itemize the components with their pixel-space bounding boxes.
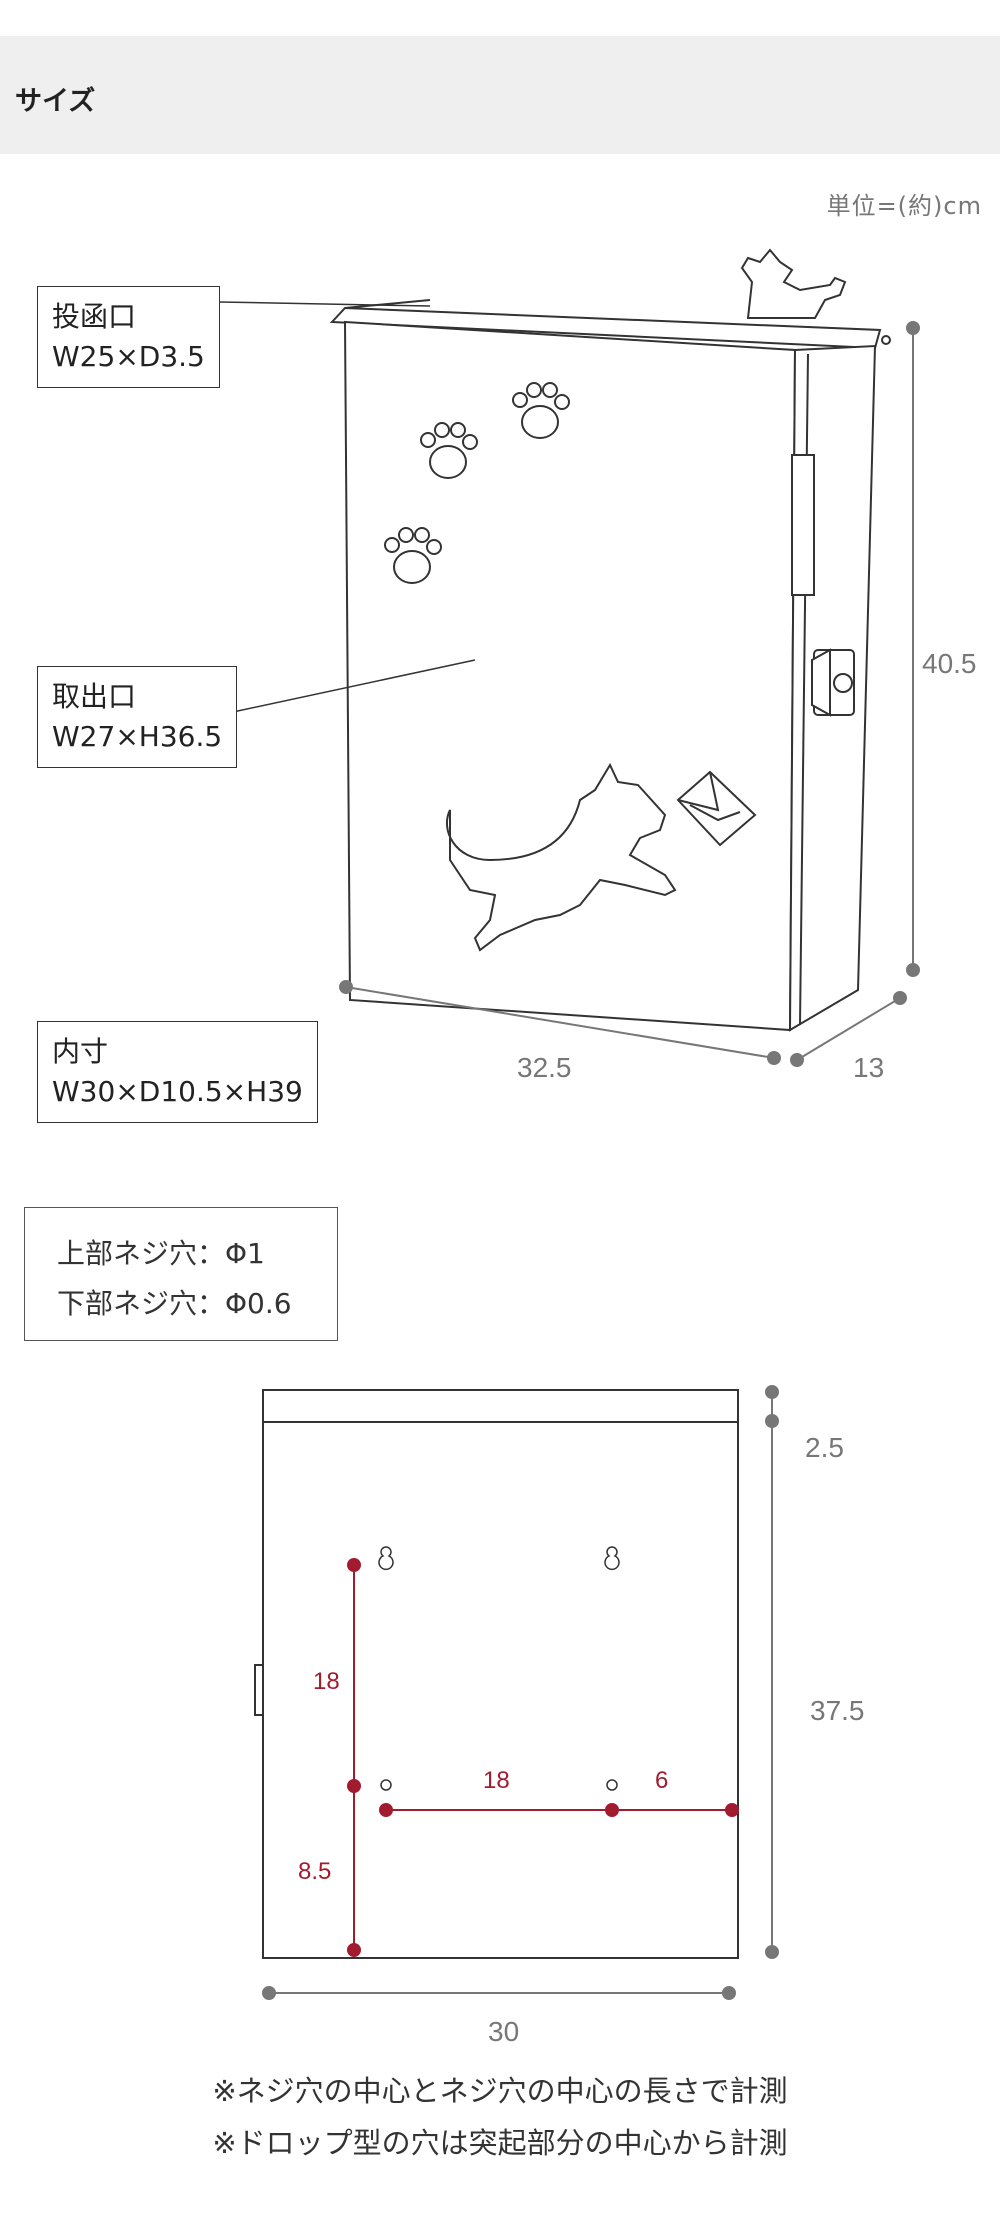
- hole-vertical-dimension: 18: [313, 1668, 340, 1695]
- back-width-dimension: 30: [488, 2016, 520, 2047]
- hole-horizontal-dimension: 18: [483, 1767, 510, 1794]
- slot-callout: 投函口 W25×D3.5: [37, 286, 220, 388]
- takeout-title: 取出口: [52, 680, 137, 713]
- cat-cutout-icon: [445, 762, 677, 952]
- note-line: ※ネジ穴の中心とネジ穴の中心の長さで計測: [212, 2074, 788, 2108]
- inner-title: 内寸: [52, 1035, 109, 1068]
- right-offset-dimension: 6: [655, 1767, 669, 1794]
- section-header: サイズ: [0, 36, 1000, 154]
- bottom-offset-dimension: 8.5: [298, 1858, 332, 1885]
- slot-value: W25×D3.5: [52, 340, 205, 373]
- callout-leaders: [218, 301, 476, 713]
- mailbox-illustration: [329, 299, 891, 1032]
- takeout-value: W27×H36.5: [52, 720, 223, 753]
- cat-top-icon: [740, 248, 847, 319]
- paw-icon: [384, 382, 570, 584]
- lower-screw-label: 下部ネジ穴：Φ0.6: [57, 1287, 292, 1320]
- body-height-dimension: 37.5: [810, 1695, 865, 1726]
- width-dimension: 32.5: [517, 1052, 572, 1083]
- back-dimension-lines: [262, 1385, 779, 2000]
- envelope-icon: [676, 770, 757, 847]
- inner-callout: 内寸 W30×D10.5×H39: [37, 1021, 318, 1123]
- screw-hole-icon: [378, 1546, 620, 1791]
- top-band-dimension: 2.5: [805, 1432, 844, 1463]
- unit-label: 単位=(約)cm: [826, 192, 982, 220]
- back-panel: [254, 1389, 739, 1959]
- takeout-callout: 取出口 W27×H36.5: [37, 666, 238, 768]
- inner-value: W30×D10.5×H39: [52, 1075, 303, 1108]
- height-dimension: 40.5: [922, 648, 977, 679]
- screw-info-box: 上部ネジ穴：Φ1 下部ネジ穴：Φ0.6: [24, 1207, 338, 1341]
- depth-dimension: 13: [853, 1052, 885, 1083]
- lock-icon: [811, 648, 855, 717]
- front-dimension-lines: [339, 321, 920, 1067]
- upper-screw-label: 上部ネジ穴：Φ1: [57, 1237, 265, 1270]
- section-title: サイズ: [15, 86, 96, 117]
- slot-title: 投函口: [52, 300, 137, 333]
- hole-dimension-lines: [347, 1558, 739, 1957]
- note-line: ※ドロップ型の穴は突起部分の中心から計測: [212, 2126, 788, 2160]
